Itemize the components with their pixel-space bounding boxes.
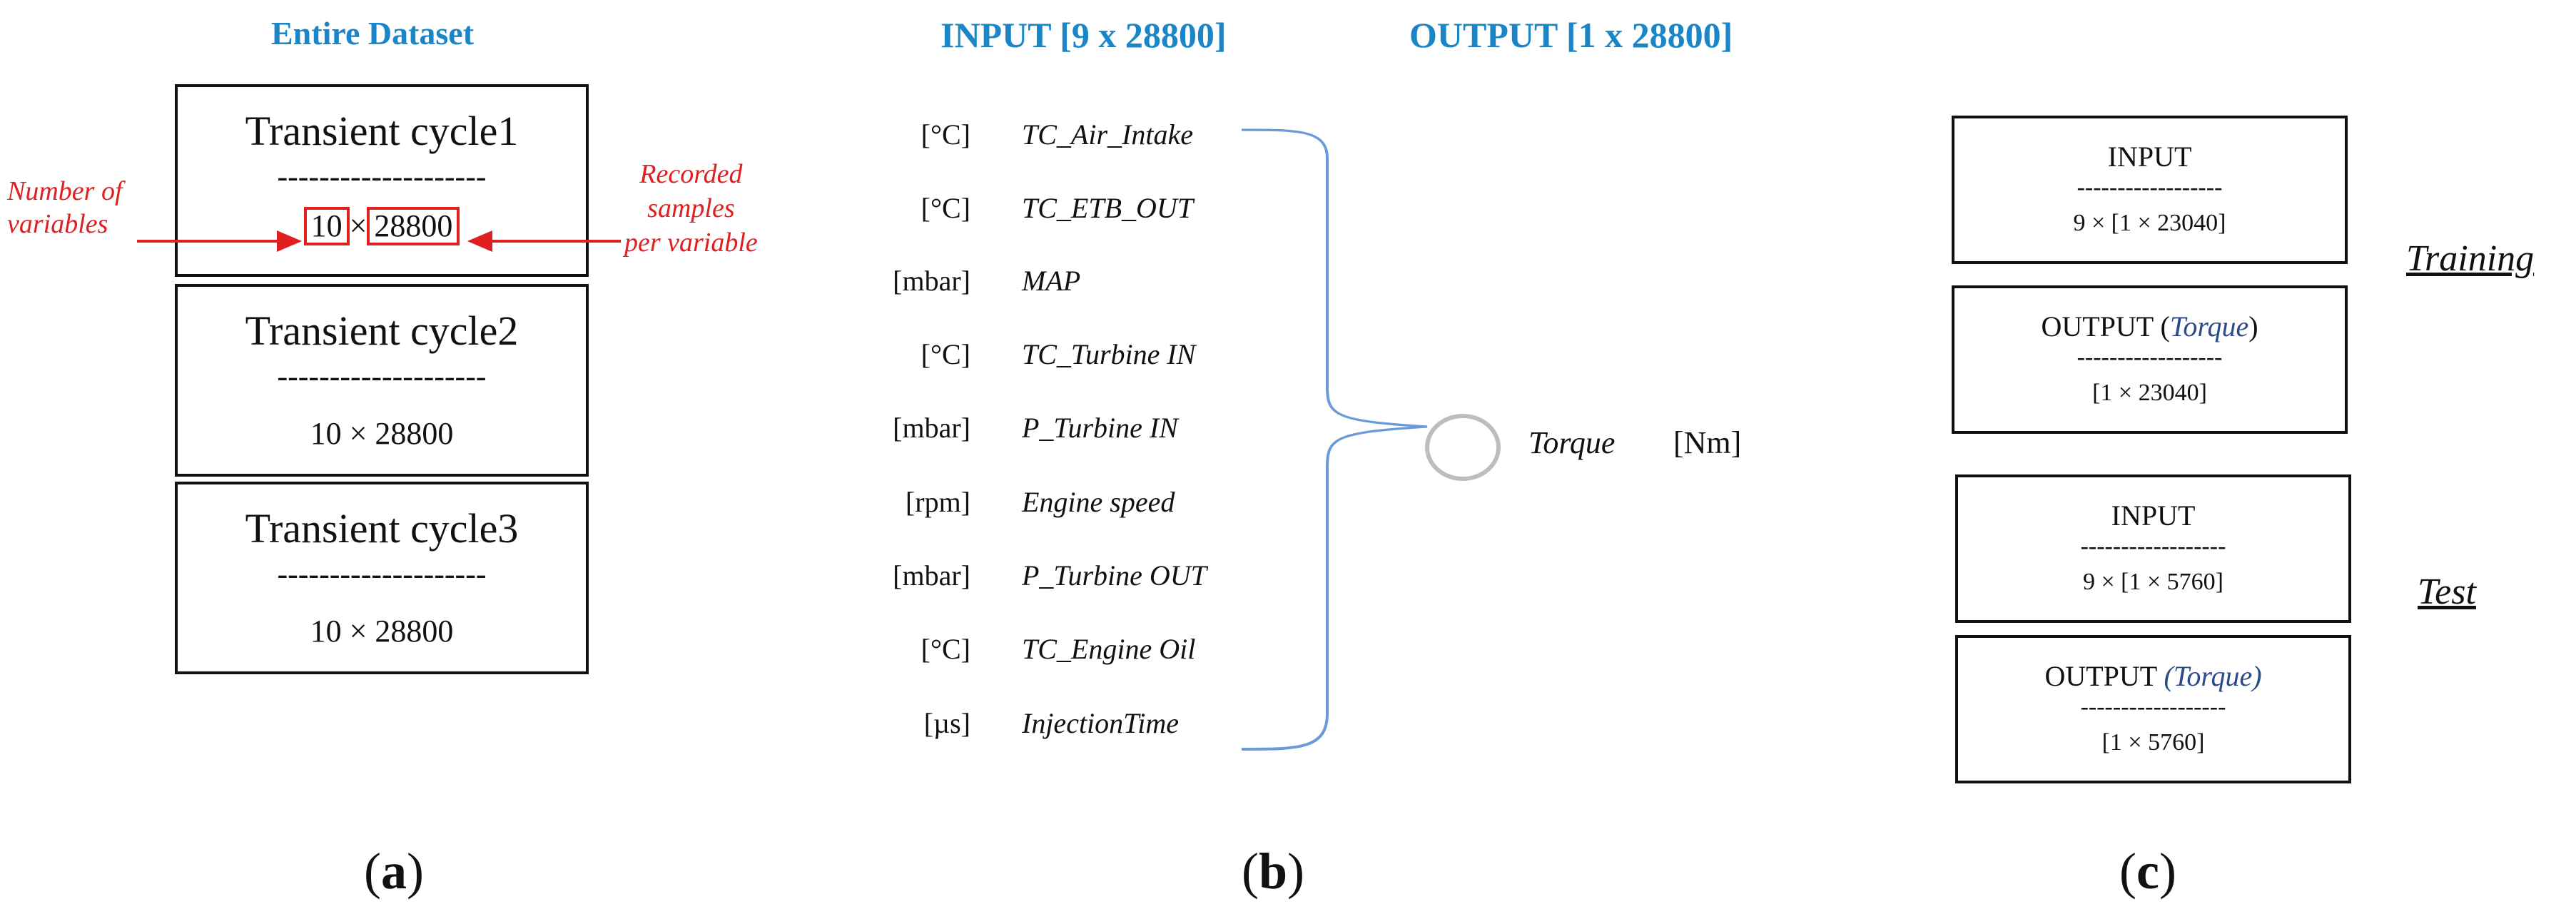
annotation-number-of-variables: Number of variables xyxy=(7,176,123,239)
cycle-2-dims: 10 × 28800 xyxy=(310,416,454,451)
panel-a-title: Entire Dataset xyxy=(271,15,475,51)
test-output-box: OUTPUT (Torque) ------------------ [1 × … xyxy=(1955,635,2351,783)
panel-a-label: (a) xyxy=(364,843,424,900)
variable-name: P_Turbine OUT xyxy=(1022,559,1207,592)
cycle-2-name: Transient cycle2 xyxy=(245,308,519,354)
variables-count-highlight: 10 xyxy=(303,207,350,246)
panel-b-label: (b) xyxy=(1242,843,1305,900)
variable-name: TC_ETB_OUT xyxy=(1022,192,1194,224)
arrow-to-variables xyxy=(137,230,303,253)
test-input-title: INPUT xyxy=(2111,499,2196,532)
training-output-divider: ------------------ xyxy=(2076,344,2223,370)
output-node-icon xyxy=(1425,414,1501,481)
cycle-3-dims: 10 × 28800 xyxy=(310,614,454,649)
training-output-title: OUTPUT (Torque) xyxy=(2041,310,2258,342)
variable-unit: [mbar] xyxy=(893,265,970,297)
panel-c-label: (c) xyxy=(2119,843,2176,900)
variable-name: P_Turbine IN xyxy=(1022,412,1178,444)
input-brace xyxy=(1241,128,1428,751)
test-output-torque: (Torque) xyxy=(2164,660,2262,692)
cycle-1-dims: 10×28800 xyxy=(178,207,586,246)
training-label: Training xyxy=(2406,238,2535,279)
dims-multiply: × xyxy=(349,208,367,243)
training-output-torque: Torque xyxy=(2169,310,2249,342)
test-output-title: OUTPUT (Torque) xyxy=(2044,660,2262,692)
variable-unit: [°C] xyxy=(921,633,970,665)
test-output-divider: ------------------ xyxy=(2080,694,2226,720)
variable-unit: [°C] xyxy=(921,118,970,151)
samples-count-highlight: 28800 xyxy=(367,207,460,246)
variable-unit: [rpm] xyxy=(905,486,970,518)
training-input-dims: 9 × [1 × 23040] xyxy=(2073,210,2226,236)
variable-unit: [mbar] xyxy=(893,412,970,444)
cycle-3-name: Transient cycle3 xyxy=(245,505,519,552)
training-input-box: INPUT ------------------ 9 × [1 × 23040] xyxy=(1952,116,2348,264)
test-input-dims: 9 × [1 × 5760] xyxy=(2083,569,2223,595)
test-output-dims: [1 × 5760] xyxy=(2101,729,2205,756)
transient-cycle-2-box: Transient cycle2 -------------------- 10… xyxy=(175,284,589,477)
training-input-title: INPUT xyxy=(2107,141,2192,173)
cycle-1-name: Transient cycle1 xyxy=(245,108,519,154)
output-title: OUTPUT [1 x 28800] xyxy=(1409,15,1733,55)
test-label: Test xyxy=(2418,572,2476,612)
test-input-divider: ------------------ xyxy=(2080,533,2226,559)
training-output-box: OUTPUT (Torque) ------------------ [1 × … xyxy=(1952,285,2348,434)
output-variable-unit: [Nm] xyxy=(1673,425,1742,460)
test-input-box: INPUT ------------------ 9 × [1 × 5760] xyxy=(1955,474,2351,623)
transient-cycle-1-box: Transient cycle1 -------------------- 10… xyxy=(175,84,589,277)
transient-cycle-3-box: Transient cycle3 -------------------- 10… xyxy=(175,482,589,674)
variable-name: MAP xyxy=(1022,265,1081,297)
training-output-dims: [1 × 23040] xyxy=(2092,380,2207,406)
cycle-2-divider: -------------------- xyxy=(277,359,487,394)
variable-name: Engine speed xyxy=(1022,486,1175,518)
variable-name: TC_Engine Oil xyxy=(1022,633,1196,665)
training-input-divider: ------------------ xyxy=(2076,174,2223,200)
input-title: INPUT [9 x 28800] xyxy=(940,15,1227,55)
variable-name: TC_Turbine IN xyxy=(1022,338,1196,370)
variable-unit: [µs] xyxy=(923,707,970,739)
variable-name: TC_Air_Intake xyxy=(1022,118,1193,151)
variable-unit: [°C] xyxy=(921,192,970,224)
cycle-1-divider: -------------------- xyxy=(277,159,487,194)
annotation-arrows xyxy=(137,230,621,253)
cycle-3-divider: -------------------- xyxy=(277,557,487,592)
arrow-to-samples xyxy=(467,230,621,253)
variable-name: InjectionTime xyxy=(1022,707,1179,739)
variable-unit: [mbar] xyxy=(893,559,970,592)
annotation-recorded-samples: Recorded samples per variable xyxy=(624,159,758,258)
output-variable-name: Torque xyxy=(1528,425,1616,460)
variable-unit: [°C] xyxy=(921,338,970,370)
